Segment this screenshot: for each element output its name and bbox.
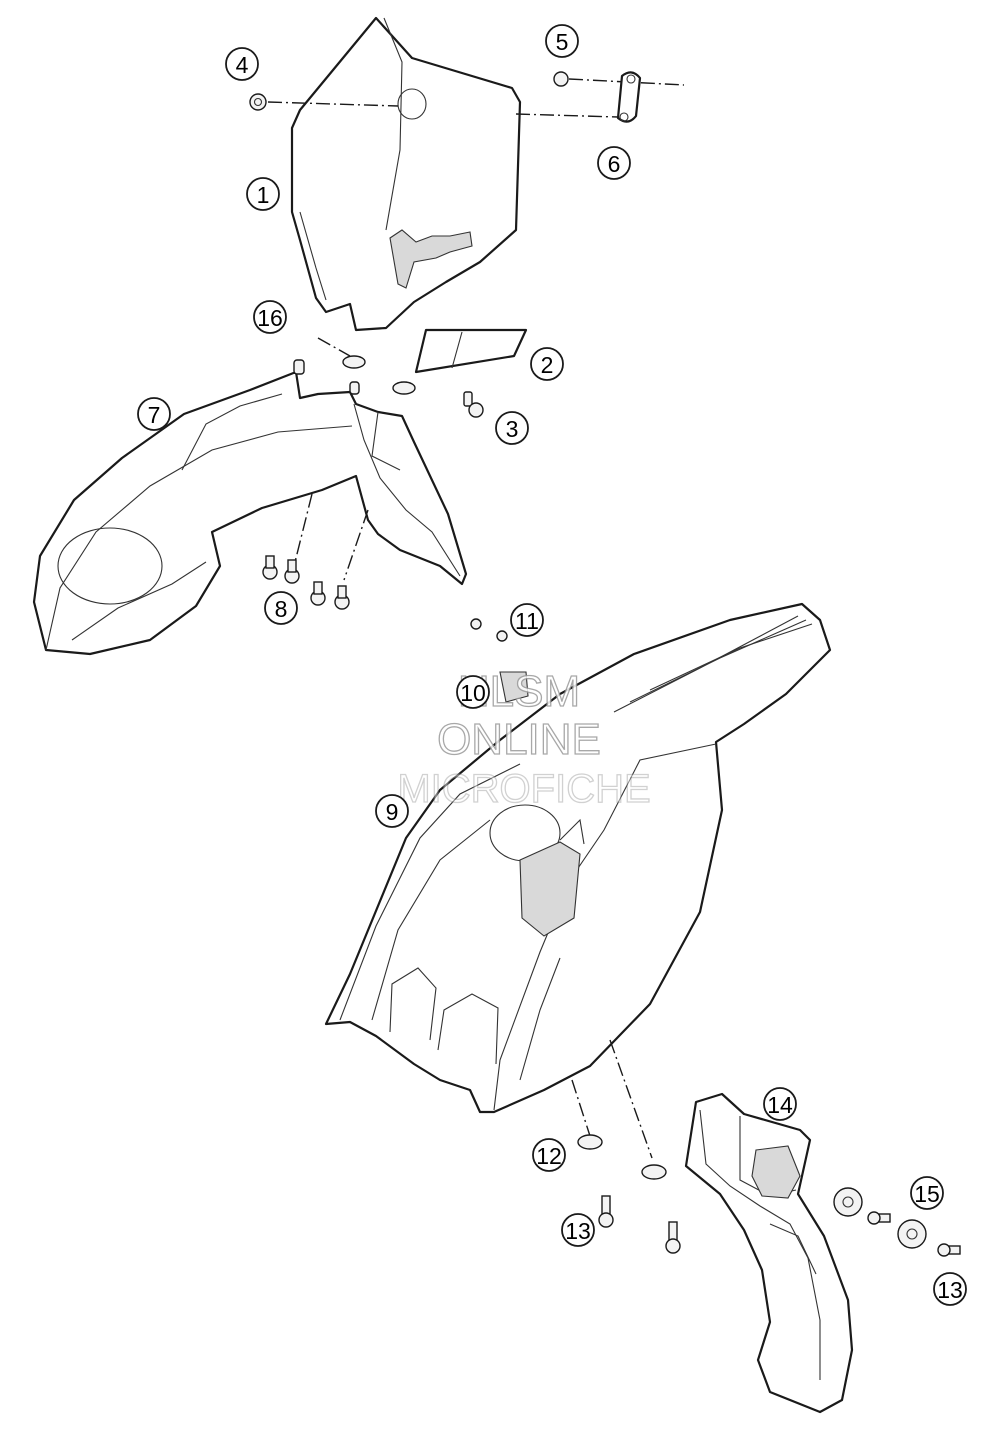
- callout-13-right: 13: [933, 1272, 967, 1306]
- callout-4: 4: [225, 47, 259, 81]
- callout-16: 16: [253, 300, 287, 334]
- rear-fender: [324, 602, 832, 1114]
- front-fender: [32, 359, 468, 656]
- watermark-line-3: MICROFICHE: [397, 767, 650, 811]
- callout-6: 6: [597, 146, 631, 180]
- callout-10-label: 10: [460, 680, 486, 706]
- callout-7-label: 7: [148, 402, 161, 428]
- collar-screw-part-4: [249, 93, 399, 111]
- callout-12: 12: [532, 1138, 566, 1172]
- clip-part-10: [499, 671, 529, 703]
- rear-hardware: [571, 1039, 681, 1254]
- callout-1: 1: [246, 177, 280, 211]
- callout-1-label: 1: [257, 182, 270, 208]
- callout-11: 11: [510, 603, 544, 637]
- callout-14-label: 14: [767, 1092, 793, 1118]
- callout-5: 5: [545, 24, 579, 58]
- callout-11-label: 11: [515, 608, 539, 634]
- nut-part-5: [553, 71, 685, 87]
- callout-14: 14: [763, 1087, 797, 1121]
- callout-15: 15: [910, 1176, 944, 1210]
- watermark-line-2: ONLINE: [437, 715, 601, 764]
- callout-5-label: 5: [556, 29, 569, 55]
- callout-9-label: 9: [386, 799, 399, 825]
- callout-2-label: 2: [541, 352, 554, 378]
- decal: [414, 328, 528, 374]
- callout-8: 8: [264, 591, 298, 625]
- bracket-part-6: [515, 71, 642, 123]
- callout-10: 10: [456, 675, 490, 709]
- callout-13-left-label: 13: [565, 1218, 591, 1244]
- watermark: HLSM ONLINE MICROFICHE: [397, 666, 652, 811]
- callout-9: 9: [375, 794, 409, 828]
- callout-6-label: 6: [608, 151, 621, 177]
- callout-4-label: 4: [236, 52, 249, 78]
- number-plate: [290, 16, 522, 332]
- screws-part-8: [262, 493, 369, 610]
- callout-8-label: 8: [275, 596, 288, 622]
- callout-13-right-label: 13: [937, 1277, 963, 1303]
- screws-part-11: [470, 618, 508, 642]
- side-panel: [684, 1092, 854, 1414]
- callout-15-label: 15: [914, 1181, 940, 1207]
- callout-13-left: 13: [561, 1213, 595, 1247]
- callout-7: 7: [137, 397, 171, 431]
- callout-3-label: 3: [506, 416, 519, 442]
- washers-part-15: [833, 1187, 961, 1257]
- callout-12-label: 12: [536, 1143, 562, 1169]
- screw-part-3: [463, 391, 484, 418]
- callout-2: 2: [530, 347, 564, 381]
- callout-16-label: 16: [257, 305, 283, 331]
- callout-3: 3: [495, 411, 529, 445]
- grommets-part-16: [317, 337, 416, 395]
